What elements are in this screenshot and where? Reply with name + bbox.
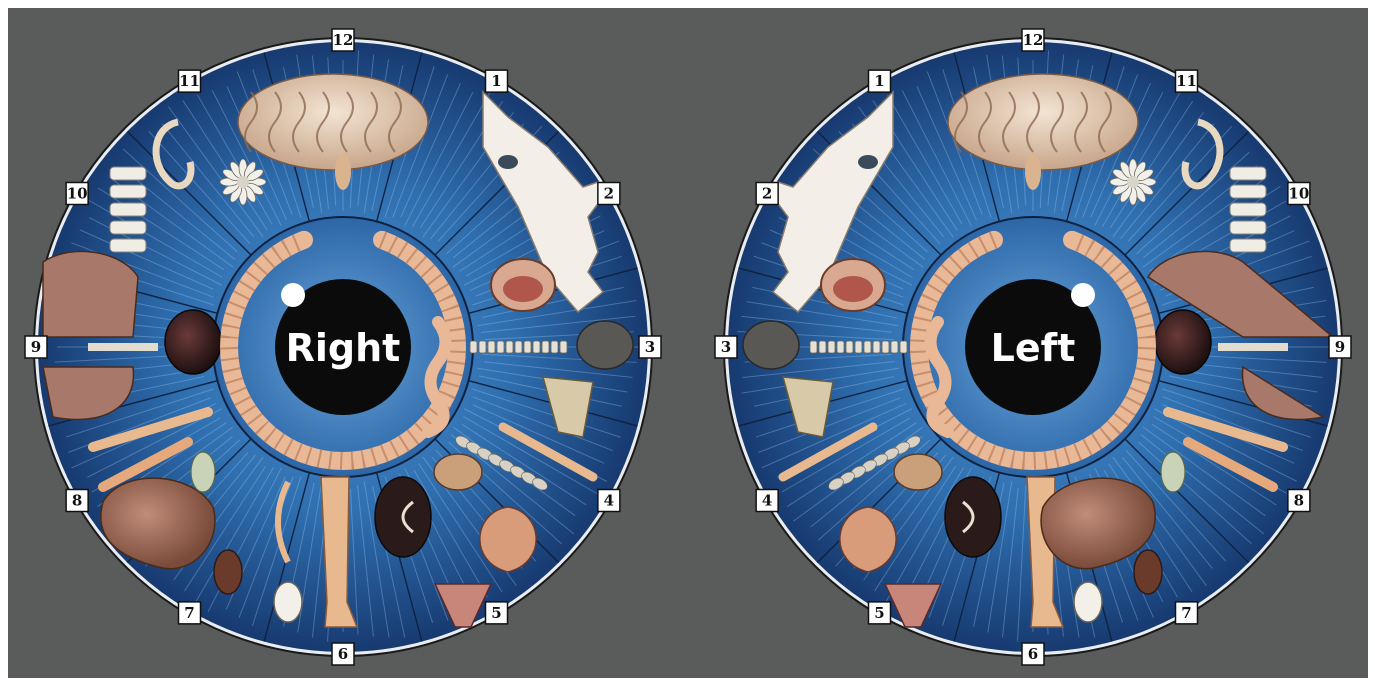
clock-number-label: 11 xyxy=(179,72,200,90)
clock-number-label: 2 xyxy=(762,185,772,203)
clock-number-label: 1 xyxy=(874,72,884,90)
clock-number-label: 12 xyxy=(333,31,354,49)
cervical-spine-icon xyxy=(110,167,146,252)
clock-number-9: 9 xyxy=(25,336,47,358)
clock-number-label: 10 xyxy=(1288,185,1309,203)
clock-number-8: 8 xyxy=(66,490,88,512)
clock-number-5: 5 xyxy=(486,602,508,624)
trachea-icon xyxy=(810,341,907,353)
ovary-icon xyxy=(1134,550,1162,594)
clock-number-2: 2 xyxy=(756,183,778,205)
clock-number-label: 6 xyxy=(338,645,348,663)
clock-number-label: 9 xyxy=(1335,338,1345,356)
clock-number-4: 4 xyxy=(598,490,620,512)
clock-number-label: 4 xyxy=(604,492,614,510)
adrenal-icon xyxy=(894,454,942,490)
pupil-label: Right xyxy=(286,326,401,370)
clock-number-4: 4 xyxy=(756,490,778,512)
eye-icon xyxy=(498,155,518,169)
clock-number-5: 5 xyxy=(869,602,891,624)
heart-icon xyxy=(1155,310,1211,374)
clock-number-label: 5 xyxy=(874,604,884,622)
pupil-label: Left xyxy=(991,326,1076,370)
clock-number-label: 1 xyxy=(491,72,501,90)
heart-icon xyxy=(165,310,221,374)
cervical-spine-icon xyxy=(1230,167,1266,252)
testis-icon xyxy=(274,582,302,622)
clock-number-label: 10 xyxy=(67,185,88,203)
clock-number-label: 12 xyxy=(1023,31,1044,49)
clock-number-3: 3 xyxy=(639,336,661,358)
brainstem-icon xyxy=(1025,154,1041,190)
testis-icon xyxy=(1074,582,1102,622)
pupil-highlight xyxy=(1071,283,1095,307)
adrenal-icon xyxy=(434,454,482,490)
clock-number-label: 9 xyxy=(31,338,41,356)
clock-number-12: 12 xyxy=(332,29,354,51)
lung-upper-icon xyxy=(43,251,138,337)
clock-number-1: 1 xyxy=(869,70,891,92)
clock-number-label: 2 xyxy=(604,185,614,203)
gallbladder-icon xyxy=(1161,452,1185,492)
clock-number-label: 11 xyxy=(1176,72,1197,90)
brainstem-icon xyxy=(335,154,351,190)
clock-number-12: 12 xyxy=(1022,29,1044,51)
ovary-icon xyxy=(214,550,242,594)
eye-icon xyxy=(858,155,878,169)
clock-number-7: 7 xyxy=(1176,602,1198,624)
clock-number-9: 9 xyxy=(1329,336,1351,358)
clock-number-11: 11 xyxy=(1176,70,1198,92)
clock-number-8: 8 xyxy=(1288,490,1310,512)
brain-icon xyxy=(948,74,1138,170)
clock-number-label: 8 xyxy=(72,492,82,510)
thyroid-icon xyxy=(577,321,633,369)
pupil-highlight xyxy=(281,283,305,307)
clock-number-label: 3 xyxy=(645,338,655,356)
gallbladder-icon xyxy=(191,452,215,492)
clock-number-label: 7 xyxy=(184,604,194,622)
clock-number-10: 10 xyxy=(66,183,88,205)
clock-number-10: 10 xyxy=(1288,183,1310,205)
clock-number-3: 3 xyxy=(715,336,737,358)
clock-number-6: 6 xyxy=(1022,643,1044,665)
clock-number-label: 8 xyxy=(1294,492,1304,510)
clock-number-11: 11 xyxy=(179,70,201,92)
clock-number-6: 6 xyxy=(332,643,354,665)
thyroid-icon xyxy=(743,321,799,369)
clock-number-2: 2 xyxy=(598,183,620,205)
brain-icon xyxy=(238,74,428,170)
clock-number-label: 6 xyxy=(1028,645,1038,663)
clock-number-1: 1 xyxy=(486,70,508,92)
clock-number-label: 5 xyxy=(491,604,501,622)
clock-number-7: 7 xyxy=(179,602,201,624)
clock-number-label: 7 xyxy=(1181,604,1191,622)
clock-number-label: 3 xyxy=(721,338,731,356)
trachea-icon xyxy=(470,341,567,353)
clock-number-label: 4 xyxy=(762,492,772,510)
